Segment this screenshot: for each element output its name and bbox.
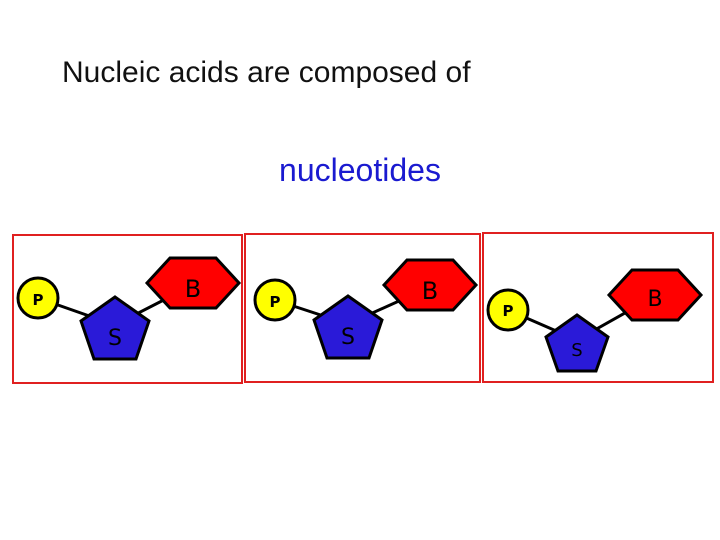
slide-subtitle: nucleotides (279, 152, 441, 188)
sugar-pentagon (79, 295, 151, 361)
nucleotide-frame (244, 233, 481, 383)
sugar-label: S (571, 340, 582, 361)
sugar-label: S (108, 326, 122, 351)
phosphate-label: P (503, 302, 514, 320)
nucleotide-frame (482, 232, 714, 383)
sugar-label: S (341, 325, 355, 350)
nucleotide-2: B S P (244, 233, 481, 383)
base-hexagon (606, 268, 704, 322)
base-hexagon (381, 258, 479, 312)
base-label: B (422, 277, 438, 305)
phosphate-circle (486, 288, 530, 332)
phosphate-circle (16, 276, 60, 320)
nucleotide-3: B S P (482, 232, 714, 383)
slide-title: Nucleic acids are composed of (62, 56, 471, 89)
sugar-pentagon (544, 313, 610, 373)
base-hexagon (144, 256, 242, 310)
phosphate-label: P (270, 293, 281, 311)
nucleotide-1: B S P (12, 234, 243, 384)
sugar-pentagon (312, 294, 384, 360)
phosphate-label: P (33, 291, 44, 309)
nucleotide-frame (12, 234, 243, 384)
base-label: B (647, 287, 662, 312)
phosphate-circle (253, 278, 297, 322)
base-label: B (185, 275, 201, 303)
